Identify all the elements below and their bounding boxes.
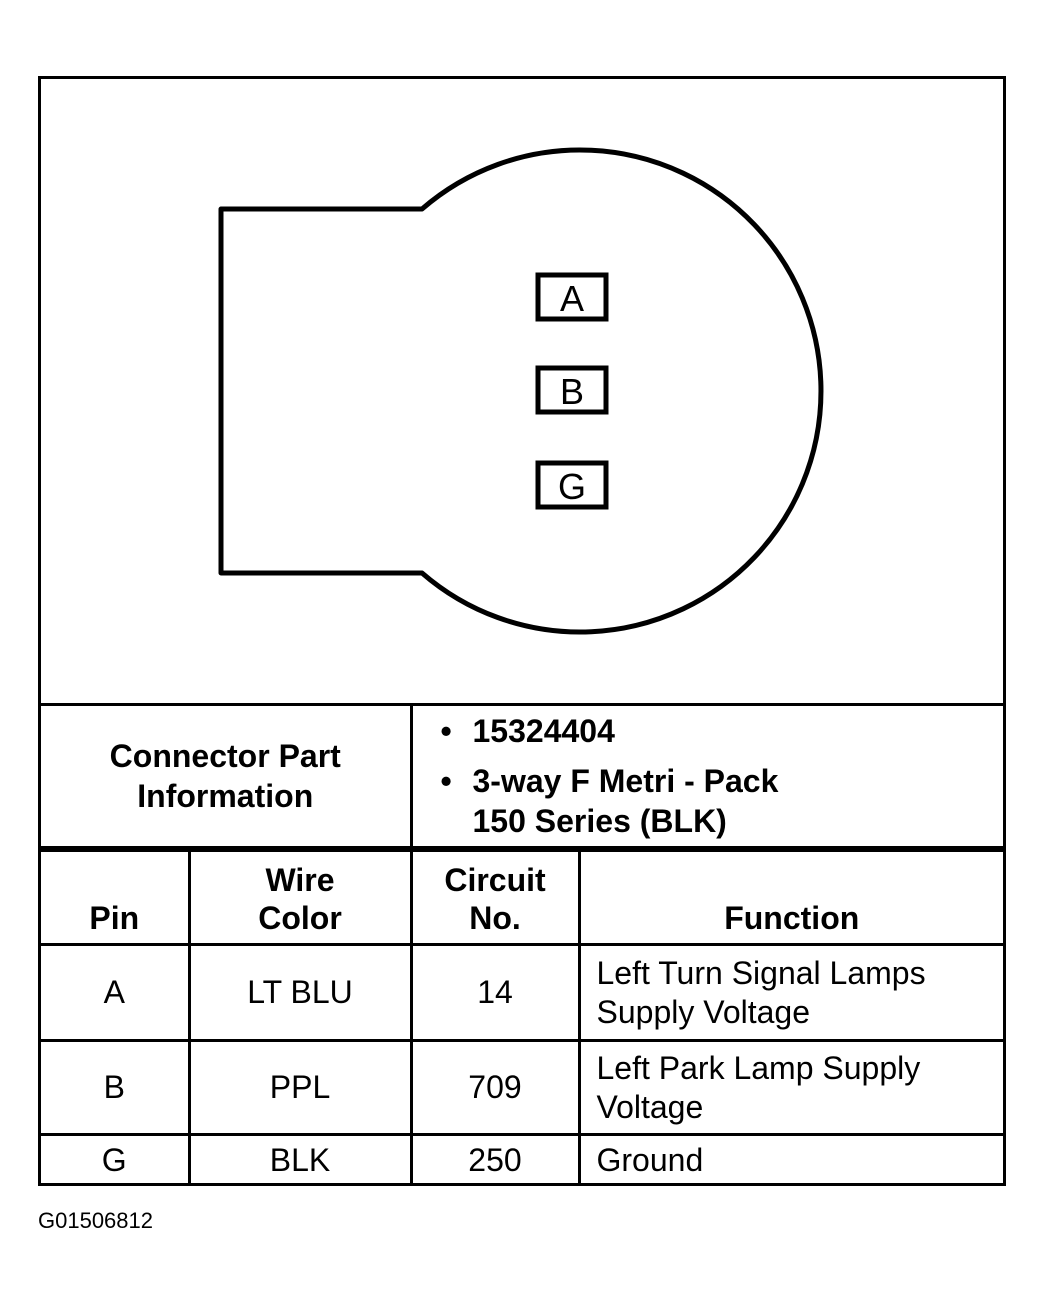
row-function: Ground (577, 1133, 1003, 1185)
header-circuit-line2: No. (469, 900, 521, 936)
row-function-line2: Supply Voltage (596, 993, 811, 1030)
row-pin: G (41, 1133, 191, 1185)
row-circuit: 14 (409, 943, 581, 1042)
row-pin: A (41, 943, 191, 1042)
row-function-line1: Left Park Lamp Supply (596, 1049, 921, 1086)
row-circuit: 250 (409, 1133, 581, 1185)
header-wire-color-line2: Color (258, 900, 342, 936)
pin-cavity-b: B (535, 365, 609, 415)
connector-part-info-value: 15324404 3-way F Metri - Pack 150 Series… (409, 703, 1004, 849)
header-circuit: Circuit No. (409, 849, 581, 946)
diagram-frame: A B G Connector Part Information 1532440… (38, 76, 1006, 1186)
table-row: G BLK 250 Ground (41, 1133, 1003, 1185)
pin-cavity-g-label: G (558, 466, 586, 507)
part-description: 3-way F Metri - Pack 150 Series (BLK) (441, 761, 1004, 841)
table-row: A LT BLU 14 Left Turn Signal Lamps Suppl… (41, 943, 1003, 1042)
row-circuit: 709 (409, 1039, 581, 1136)
figure-code: G01506812 (38, 1208, 153, 1233)
part-description-line2: 150 Series (BLK) (472, 803, 727, 839)
pin-cavity-g: G (535, 460, 609, 510)
row-wire-color: PPL (187, 1039, 413, 1136)
connector-part-info-label: Connector Part Information (41, 703, 413, 849)
row-function-line1: Left Turn Signal Lamps (596, 954, 926, 991)
info-label-line1: Connector Part (109, 738, 341, 774)
table-header-row: Pin Wire Color Circuit No. Function (41, 849, 1003, 946)
info-label-line2: Information (137, 778, 314, 814)
header-circuit-line1: Circuit (444, 862, 546, 898)
header-pin: Pin (41, 849, 191, 946)
row-function-line1: Ground (596, 1141, 704, 1178)
part-description-line1: 3-way F Metri - Pack (472, 763, 779, 799)
pin-assignment-table: Pin Wire Color Circuit No. Function A LT… (41, 849, 1003, 1185)
pin-cavity-a-label: A (560, 278, 584, 319)
header-wire-color: Wire Color (187, 849, 413, 946)
pin-cavity-a: A (535, 272, 609, 322)
row-wire-color: BLK (187, 1133, 413, 1185)
row-wire-color: LT BLU (187, 943, 413, 1042)
table-row: B PPL 709 Left Park Lamp Supply Voltage (41, 1039, 1003, 1136)
row-pin: B (41, 1039, 191, 1136)
header-function: Function (577, 849, 1003, 946)
connector-face-drawing: A B G (218, 147, 824, 635)
header-wire-color-line1: Wire (265, 862, 335, 898)
connector-housing-outline (218, 147, 824, 635)
row-function: Left Turn Signal Lamps Supply Voltage (577, 943, 1003, 1042)
pin-cavity-b-label: B (560, 371, 584, 412)
part-number: 15324404 (441, 711, 1004, 751)
connector-part-info-table: Connector Part Information 15324404 3-wa… (41, 703, 1003, 849)
row-function: Left Park Lamp Supply Voltage (577, 1039, 1003, 1136)
row-function-line2: Voltage (596, 1088, 704, 1125)
